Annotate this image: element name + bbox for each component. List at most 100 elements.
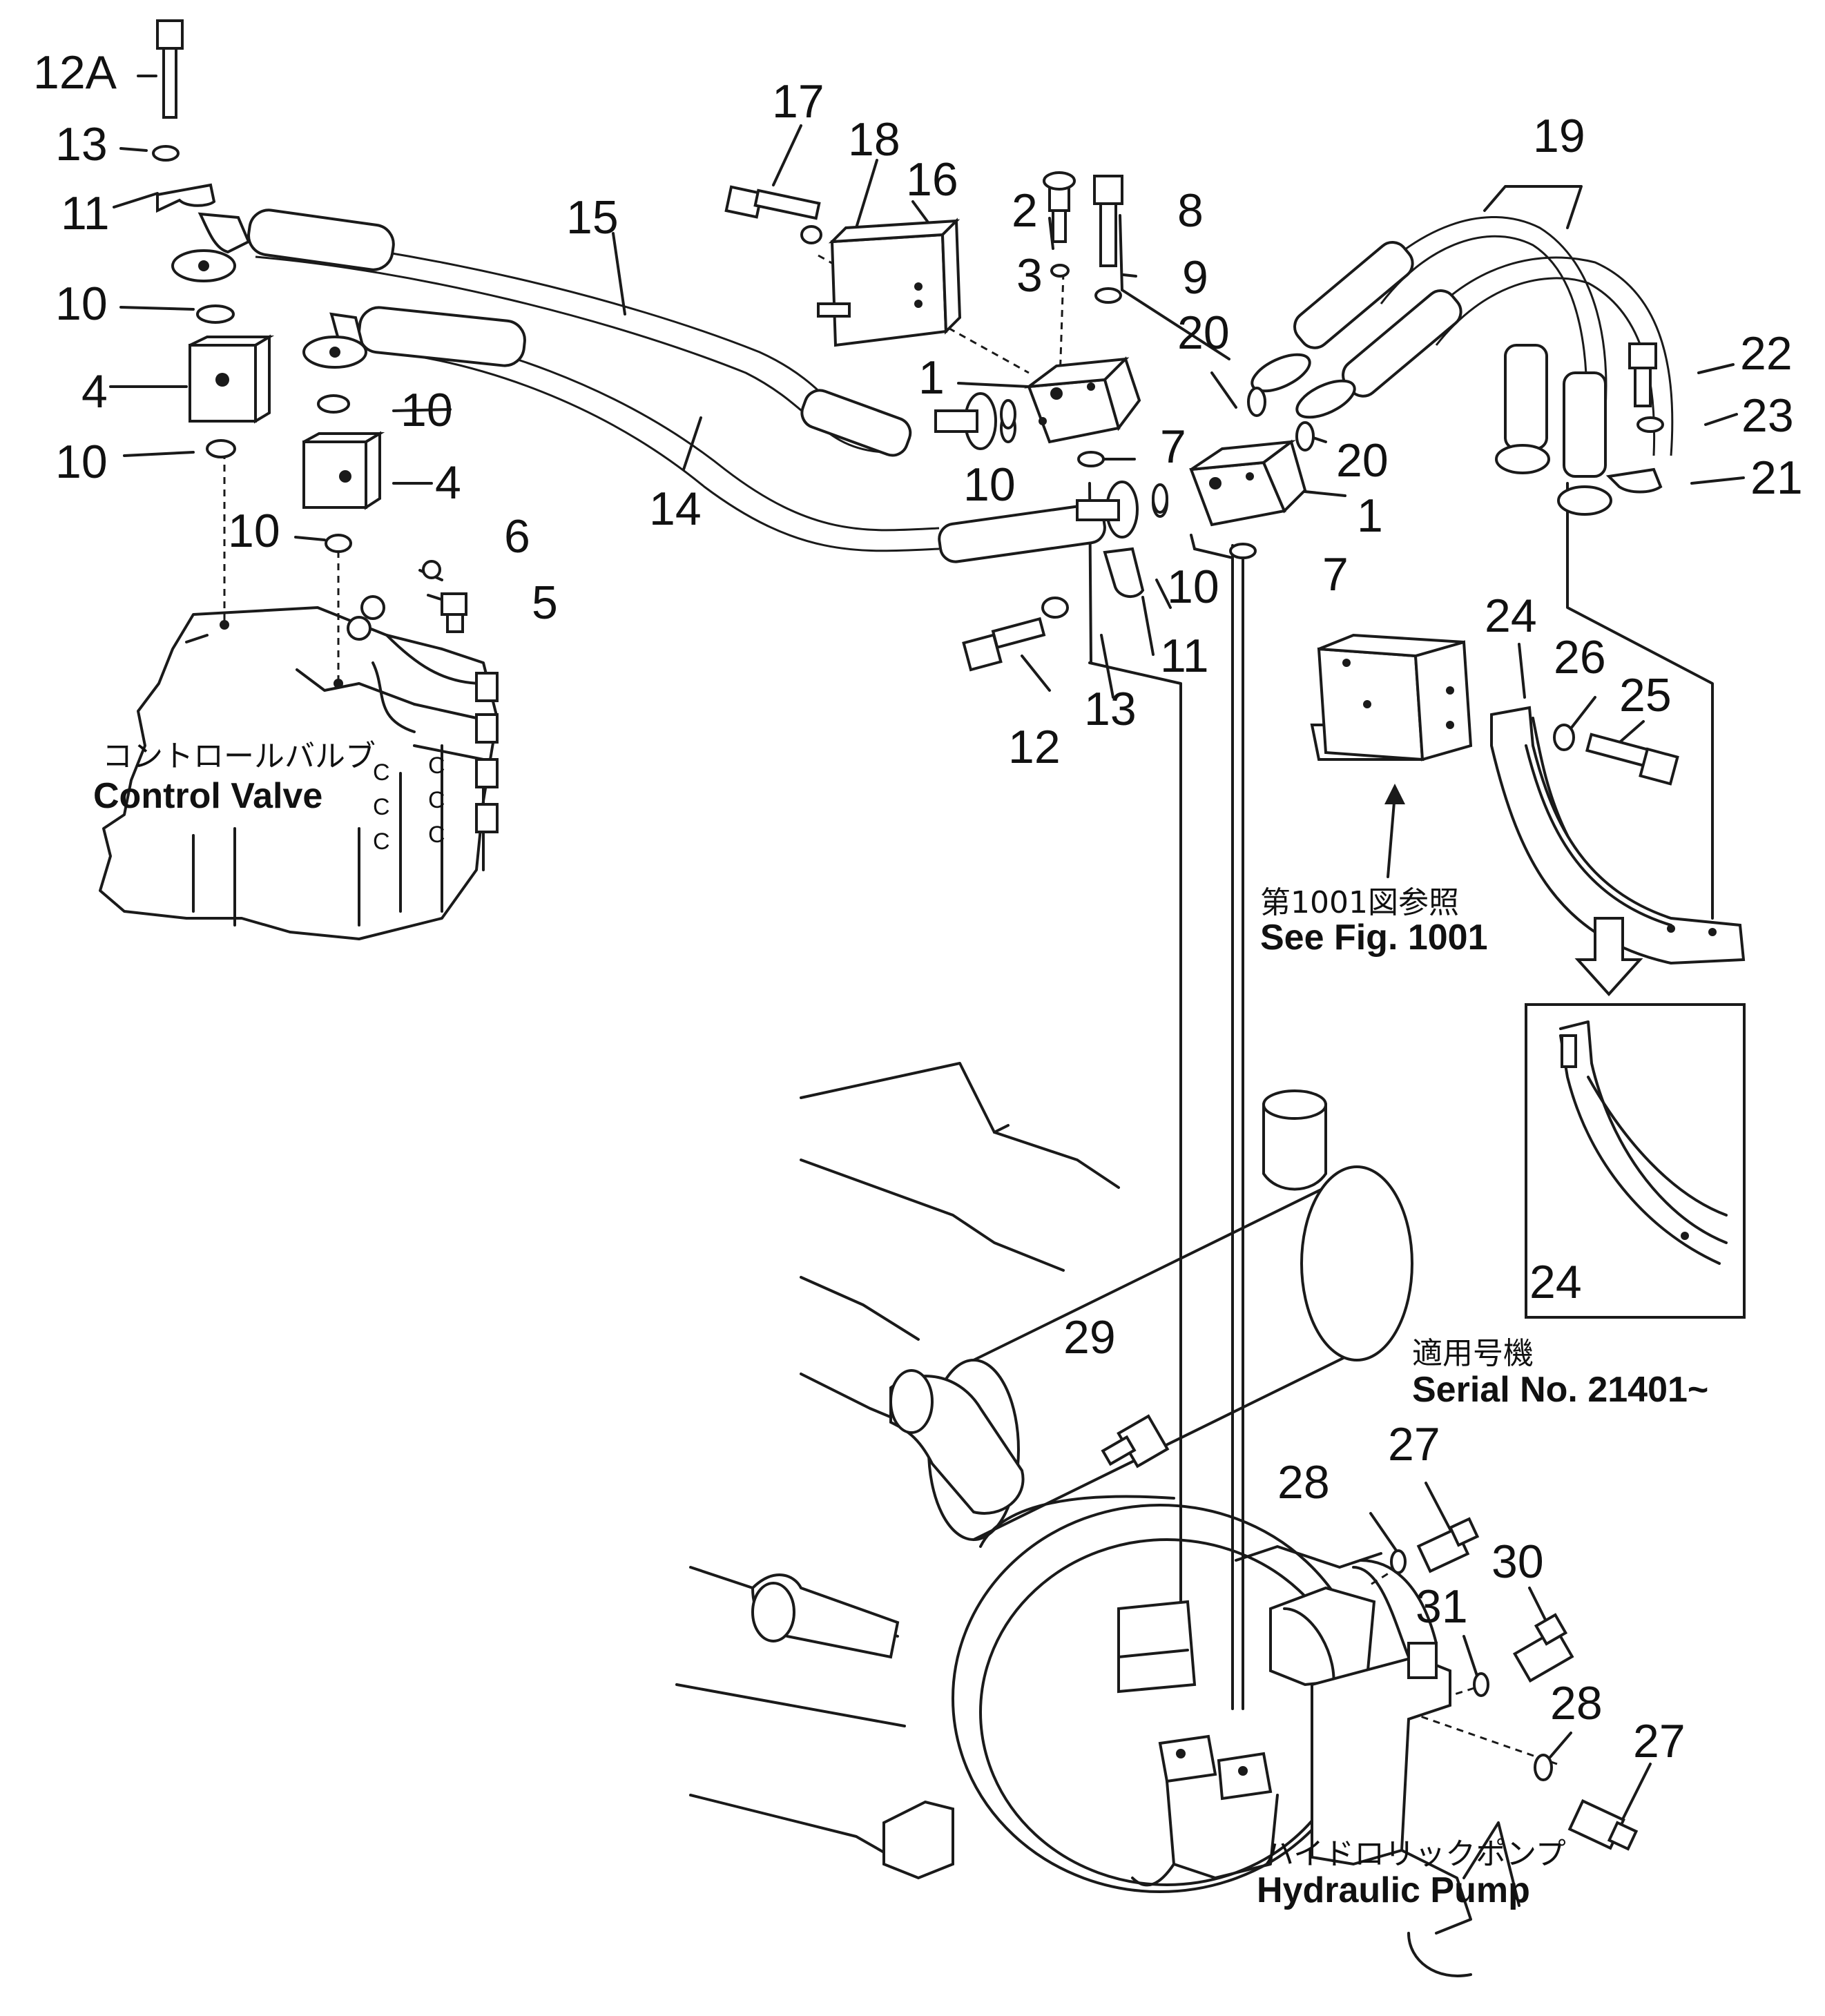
pump-caption-jp: ハイドロリックポンプ — [1264, 1836, 1566, 1872]
callout-7: 7 — [1160, 420, 1186, 473]
washer-13 — [1041, 597, 1069, 619]
serial-caption-en: Serial No. 21401~ — [1412, 1370, 1708, 1410]
o-ring-6 — [422, 560, 441, 579]
o-ring-20 — [1247, 387, 1266, 417]
bracket-24 — [1490, 706, 1746, 965]
clamp-21 — [1605, 467, 1663, 494]
svg-text:C: C — [373, 828, 390, 855]
control-valve: C C C C C C — [99, 595, 499, 940]
fitting-30 — [1512, 1613, 1574, 1683]
callout-25: 25 — [1619, 669, 1672, 721]
callout-12a: 12A — [33, 46, 117, 99]
valve-block-1-upper — [1024, 356, 1141, 444]
callout-29: 29 — [1063, 1311, 1116, 1364]
valve-block-1-lower — [1189, 439, 1307, 527]
svg-text:C: C — [373, 794, 390, 820]
callout-11: 11 — [1160, 630, 1209, 682]
engine-assembly — [675, 1062, 1520, 1977]
callout-28: 28 — [1277, 1456, 1330, 1509]
o-ring-7 — [1077, 451, 1105, 467]
callout-10: 10 — [55, 436, 108, 488]
inset-serial-variant — [1525, 1003, 1746, 1319]
callout-5: 5 — [532, 576, 558, 629]
washer-18 — [800, 225, 822, 244]
callout-7: 7 — [1322, 548, 1349, 601]
pump-port-right — [1217, 1752, 1273, 1801]
o-ring-10 — [206, 439, 236, 458]
callout-30: 30 — [1491, 1535, 1544, 1588]
callout-22: 22 — [1740, 327, 1793, 380]
o-ring-31 — [1473, 1672, 1489, 1697]
o-ring-10 — [325, 534, 352, 553]
captions: コントロールバルブ Control Valve 第1001図参照 See Fig… — [93, 739, 1708, 1910]
callout-20: 20 — [1336, 434, 1389, 487]
callout-labels: 12A 13 11 10 4 10 10 4 10 6 5 15 14 17 1… — [33, 46, 1803, 1767]
svg-text:C: C — [373, 759, 390, 786]
fitting-2 — [1043, 171, 1076, 243]
svg-text:C: C — [428, 822, 445, 848]
callout-19: 19 — [1533, 110, 1585, 162]
callout-15: 15 — [566, 191, 619, 244]
callout-21: 21 — [1750, 452, 1803, 504]
callout-4: 4 — [81, 365, 108, 418]
block-4-upper — [189, 334, 275, 424]
washer-3 — [1050, 264, 1070, 278]
callout-4: 4 — [435, 456, 461, 509]
callout-28: 28 — [1550, 1677, 1603, 1729]
callout-24: 24 — [1485, 590, 1537, 642]
bolt-12 — [962, 617, 1046, 672]
callout-11: 11 — [61, 187, 110, 240]
callout-14: 14 — [649, 483, 702, 535]
o-ring-10 — [1000, 399, 1016, 429]
pump-caption-en: Hydraulic Pump — [1257, 1870, 1530, 1910]
washer-23 — [1636, 416, 1664, 433]
callout-18: 18 — [848, 113, 900, 166]
o-ring-10 — [1152, 483, 1168, 514]
serial-caption-jp: 適用号機 — [1412, 1336, 1534, 1371]
see-fig-caption-jp: 第1001図参照 — [1260, 885, 1459, 920]
fitting-27-upper — [1416, 1517, 1480, 1573]
bracket-16 — [817, 217, 962, 347]
hose-14 — [302, 306, 1106, 563]
callout-27: 27 — [1388, 1418, 1440, 1471]
control-valve-caption-jp: コントロールバルブ — [102, 739, 376, 774]
callout-27: 27 — [1633, 1715, 1686, 1767]
callout-24: 24 — [1529, 1256, 1582, 1308]
callout-26: 26 — [1554, 631, 1606, 684]
bolt-25 — [1585, 733, 1679, 786]
washer-9 — [1094, 287, 1122, 304]
o-ring-28 — [1534, 1754, 1553, 1781]
callout-1: 1 — [918, 351, 945, 404]
callout-16: 16 — [906, 153, 958, 206]
callout-17: 17 — [772, 75, 824, 128]
svg-text:C: C — [428, 787, 445, 813]
callout-10: 10 — [55, 278, 108, 330]
block-4-lower — [302, 431, 385, 510]
svg-text:C: C — [428, 753, 445, 779]
clamp-11 — [1103, 547, 1145, 598]
mount-bracket-fig1001 — [1310, 633, 1473, 878]
callout-31: 31 — [1416, 1580, 1468, 1633]
o-ring-28 — [1390, 1549, 1407, 1574]
o-ring-10 — [317, 394, 350, 414]
fitting-27-lower — [1567, 1799, 1639, 1851]
bolt-22 — [1628, 342, 1657, 407]
hose-19 — [1251, 216, 1674, 516]
callout-10: 10 — [400, 384, 453, 436]
pump-port-left — [1158, 1734, 1217, 1783]
callout-1: 1 — [1357, 490, 1383, 542]
callout-13: 13 — [1084, 683, 1137, 735]
o-ring-7 — [1229, 543, 1257, 559]
inset-arrow — [1574, 917, 1643, 996]
clamp-11 — [156, 183, 216, 213]
callout-10: 10 — [228, 505, 280, 557]
washer-13 — [152, 145, 180, 162]
bolt-8 — [1093, 175, 1123, 267]
washer-26 — [1553, 724, 1575, 751]
callout-10: 10 — [963, 458, 1016, 511]
callout-8: 8 — [1177, 184, 1204, 237]
plug-5 — [441, 592, 467, 633]
control-valve-caption-en: Control Valve — [93, 776, 322, 816]
